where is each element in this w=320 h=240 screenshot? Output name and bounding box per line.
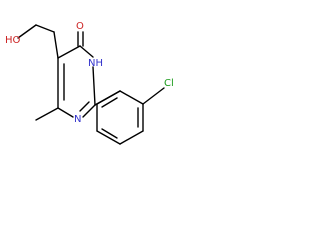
chemical-structure-diagram: HO O NH N Cl bbox=[5, 21, 174, 145]
structure-canvas: HO O NH N Cl bbox=[5, 21, 174, 145]
bond-c2-n1 bbox=[82, 104, 96, 118]
bond-ph4-ph5 bbox=[96, 130, 121, 145]
bond-c5-c4 bbox=[57, 45, 81, 59]
bond-c2-n1-double bbox=[79, 101, 90, 112]
bond-ph-inner-2 bbox=[101, 128, 118, 139]
bond-n1-c6 bbox=[57, 107, 74, 118]
bond-n3-c2 bbox=[92, 66, 96, 106]
bond-ph-cl bbox=[142, 87, 165, 105]
bond-oh-ch2 bbox=[17, 24, 37, 39]
bond-c4-n3 bbox=[79, 45, 94, 58]
bond-ph-inner-3 bbox=[101, 97, 118, 108]
nitrogen-label: N bbox=[74, 114, 81, 125]
bond-ph3-ph4 bbox=[119, 130, 144, 145]
bond-ch2-c5 bbox=[53, 31, 59, 59]
hydroxyl-label: HO bbox=[5, 35, 21, 46]
bond-ph1-ph2 bbox=[119, 90, 144, 105]
nh-label: NH bbox=[88, 58, 103, 69]
chlorine-label: Cl bbox=[164, 78, 174, 89]
bond-ch2-ch2 bbox=[35, 24, 55, 33]
carbonyl-oxygen-label: O bbox=[76, 21, 84, 32]
bond-c6-ch3 bbox=[35, 107, 59, 121]
bond-ph6-ph1 bbox=[96, 90, 121, 105]
